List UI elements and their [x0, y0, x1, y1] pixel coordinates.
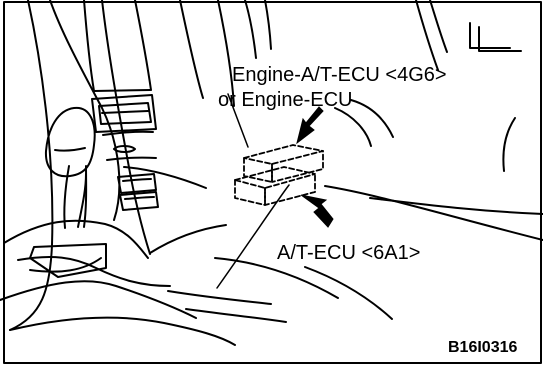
- engine-ecu-leader-line: [227, 93, 249, 148]
- lower-console-face: [123, 166, 207, 189]
- steering-column-right: [264, 0, 272, 50]
- engine-ecu-module-side: [271, 150, 324, 183]
- shifter-shaft-right: [83, 165, 88, 228]
- floor-line-center: [167, 290, 272, 305]
- floor-line-center-2: [185, 308, 287, 323]
- diagram-frame: [3, 1, 542, 364]
- floor-line-right: [324, 185, 543, 241]
- center-console-outline: [9, 0, 54, 331]
- radio-panel: [91, 94, 157, 133]
- door-trim-curve-2: [350, 99, 394, 138]
- door-upper-line-2: [429, 0, 448, 53]
- engine-at-ecu-label: Engine-A/T-ECU <4G6>: [232, 64, 447, 86]
- control-box-2-detail: [124, 196, 155, 200]
- radio-panel-slot: [101, 110, 149, 114]
- console-inner-curve: [17, 256, 171, 287]
- at-ecu-label: A/T-ECU <6A1>: [277, 242, 421, 264]
- knob-left: [113, 145, 136, 153]
- upper-panel: [83, 0, 95, 92]
- at-ecu-module-top: [234, 166, 316, 189]
- at-ecu-module-front: [234, 179, 266, 206]
- engine-ecu-arrow-icon: [296, 106, 324, 145]
- shifter-shaft-left: [63, 165, 70, 229]
- steering-column-left: [244, 0, 257, 59]
- at-ecu-leader-line: [216, 184, 290, 289]
- at-ecu-module-side: [264, 173, 316, 206]
- floor-line-lower-2: [304, 266, 393, 320]
- door-panel-right: [502, 117, 516, 172]
- control-bezel-lower: [106, 156, 157, 161]
- console-rear-outline: [49, 0, 121, 221]
- shifter-knob-detail: [54, 147, 86, 152]
- control-box-2: [119, 191, 159, 211]
- center-stack-right-edge: [134, 0, 152, 91]
- engine-ecu-module-top: [243, 144, 324, 165]
- upper-panel-bottom: [93, 89, 151, 92]
- console-side-curve: [9, 316, 236, 346]
- dash-curve-center: [179, 0, 204, 99]
- console-front-outline: [3, 219, 149, 259]
- door-trim-curve: [334, 107, 372, 147]
- control-box-1-detail: [122, 178, 152, 182]
- dash-curve-right: [217, 0, 235, 107]
- door-upper-line: [415, 0, 439, 71]
- lower-console-edge: [149, 224, 227, 254]
- center-stack-left-edge: [101, 0, 151, 255]
- at-ecu-arrow-icon: [300, 194, 334, 228]
- door-cutout: [469, 22, 511, 49]
- floor-line-right-2: [369, 197, 543, 215]
- console-lower-edge: [0, 280, 197, 319]
- engine-ecu-label: or Engine-ECU: [218, 89, 353, 111]
- door-cutout-2: [478, 26, 522, 52]
- shifter-knob: [44, 106, 96, 178]
- shifter-base: [29, 257, 102, 273]
- shifter-plate: [29, 243, 107, 278]
- control-bezel-upper: [102, 130, 154, 136]
- control-box-1: [117, 173, 157, 194]
- figure-code: B16I0316: [448, 339, 518, 356]
- floor-line-lower: [214, 257, 339, 299]
- radio-panel-inner: [98, 102, 152, 125]
